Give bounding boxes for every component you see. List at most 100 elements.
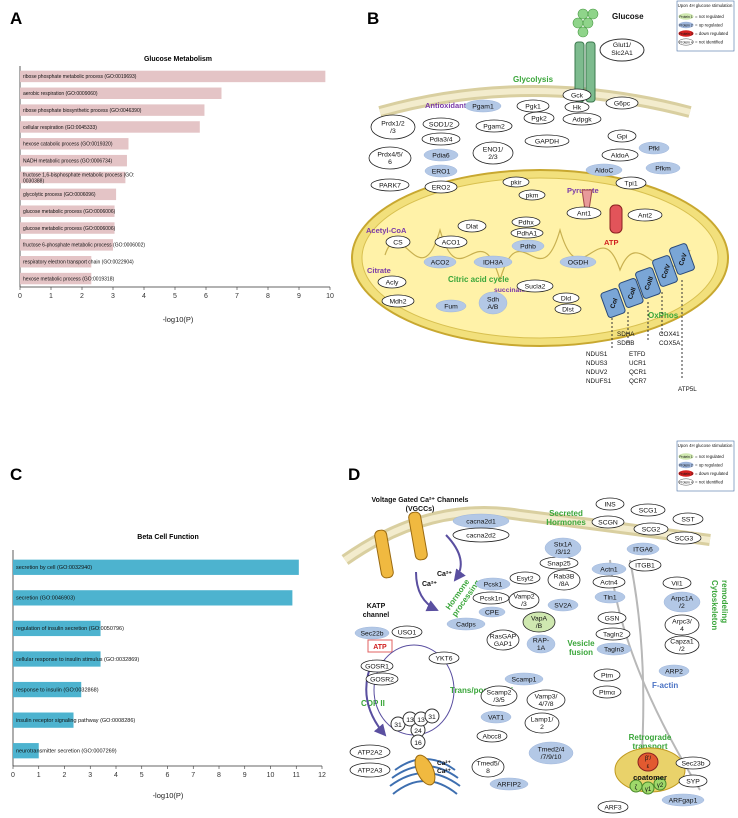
aldoa-node (601, 148, 639, 162)
pcsk1n-label: Pcsk1n (480, 595, 503, 602)
atp2a3-label: ATP2A3 (358, 767, 383, 774)
scamp235-node (480, 685, 518, 707)
ptma-label: Ptmα (599, 689, 615, 696)
bar (13, 712, 74, 728)
x-tick-label: 2 (63, 772, 67, 779)
legend-swatch-label: Protein 1 (679, 15, 693, 19)
prdx123-label: Prdx1/2/3 (381, 121, 405, 136)
vamp2-node (508, 590, 540, 610)
antioxidants-label: Antioxidants (425, 101, 470, 110)
x-tick-label: 1 (37, 772, 41, 779)
x-tick-label: 8 (266, 293, 270, 300)
bar-label: response to insulin (GO:0032868) (16, 687, 99, 693)
gck-node (562, 88, 592, 102)
legend-text: = down regulated (695, 31, 729, 36)
citrate-label: Citrate (367, 266, 391, 275)
pkm-node (518, 189, 546, 201)
gosr2-label: GOSR2 (370, 676, 394, 683)
cacna2d2-node (452, 527, 510, 543)
legend-swatch (678, 38, 694, 46)
legend-swatch (678, 13, 694, 20)
sst-node (672, 512, 704, 526)
legend-text: = up regulated (695, 463, 723, 468)
ogdh-node (559, 255, 597, 269)
tagln3-label: Tagln3 (604, 646, 624, 653)
bar (13, 559, 299, 575)
ant2-node (627, 208, 663, 222)
er-ca-channel (414, 754, 436, 786)
prdx123-node (370, 114, 416, 140)
pgk2-label: Pgk2 (531, 115, 547, 122)
bar-label: fructose 1,6-bisphosphate metabolic proc… (23, 173, 134, 185)
pdhx-label: Pdhx (518, 219, 534, 226)
chart-c-title: Beta Cell Function (137, 534, 198, 541)
vil1-node (662, 576, 692, 590)
aco2-label: ACO2 (431, 259, 450, 266)
bar (20, 239, 113, 251)
complex-iii (635, 267, 661, 299)
bar-label: cellular respiration (GO:0045333) (23, 125, 97, 131)
sucla2-node (516, 279, 554, 293)
bar-label: hexose metabolic process (GO:0019318) (23, 276, 114, 282)
gosr1-node (360, 659, 394, 673)
itga6-node (626, 542, 660, 556)
ca-label-er: Ca²⁺Ca²⁺ (437, 760, 451, 775)
uso1-node (391, 625, 423, 639)
idh3a-node (473, 255, 513, 269)
svg-text:13: 13 (417, 717, 425, 724)
x-tick-label: 3 (88, 772, 92, 779)
prdx456-label: Prdx4/5/6 (377, 152, 402, 167)
glucose-label: Glucose (612, 12, 644, 21)
complex-iv (652, 255, 678, 287)
legend-text: = down regulated (695, 471, 729, 476)
svg-text:β'/: β'/ (645, 756, 652, 762)
bar (20, 154, 127, 167)
vil1-label: Vil1 (671, 580, 682, 587)
atp2a3-node (349, 762, 391, 778)
x-tick-label: 11 (293, 772, 300, 779)
arf3-node (597, 800, 629, 814)
pgam2-node (475, 119, 513, 133)
x-tick-label: 2 (80, 293, 84, 300)
glut1-node (599, 38, 645, 62)
complex-v-label: CoV (678, 252, 689, 267)
vamp2-label: Vamp2/3 (513, 594, 534, 609)
x-tick-label: 4 (114, 772, 118, 779)
scg3-node (666, 531, 702, 545)
x-tick-label: 9 (243, 772, 247, 779)
scg2-label: SCG2 (642, 526, 661, 533)
pdhx-node (511, 216, 541, 228)
gapdh-label: GAPDH (535, 138, 559, 145)
trans-golgi-label: Trans/post Golgi (450, 686, 513, 695)
cytoskeleton-label: Cytoskeletonremodeling (710, 580, 729, 630)
acly-label: Acly (386, 279, 399, 286)
atp-channel (609, 204, 623, 234)
hk-node (564, 101, 590, 113)
fum-node (435, 299, 467, 313)
lamp12-node (524, 712, 560, 734)
ant1-label: Ant1 (577, 210, 591, 217)
dlat-node (457, 219, 487, 233)
ins-label: INS (604, 501, 616, 508)
panel-a-letter: A (10, 9, 22, 28)
vgcc-label: Voltage Gated Ca²⁺ Channels(VGCCs) (372, 497, 469, 513)
arp2-node (658, 664, 690, 678)
atp2a2-label: ATP2A2 (358, 749, 383, 756)
dlat-label: Dlat (466, 223, 478, 230)
copii-coat-proteins: 31 13 24 13 31 16 (390, 708, 440, 750)
scgn-node (591, 515, 625, 529)
ero2-node (424, 180, 458, 194)
bar-label: secretion (GO:0046903) (16, 596, 75, 602)
bar (20, 222, 115, 234)
abcc8-label: Abcc8 (483, 733, 502, 740)
sec22b-node (354, 626, 390, 640)
glut1-label: Glut1/Slc2A1 (611, 42, 633, 57)
bar-label: hexose catabolic process (GO:0019320) (23, 142, 113, 148)
aco2-node (423, 255, 457, 269)
tpi1-label: Tpi1 (624, 180, 637, 187)
